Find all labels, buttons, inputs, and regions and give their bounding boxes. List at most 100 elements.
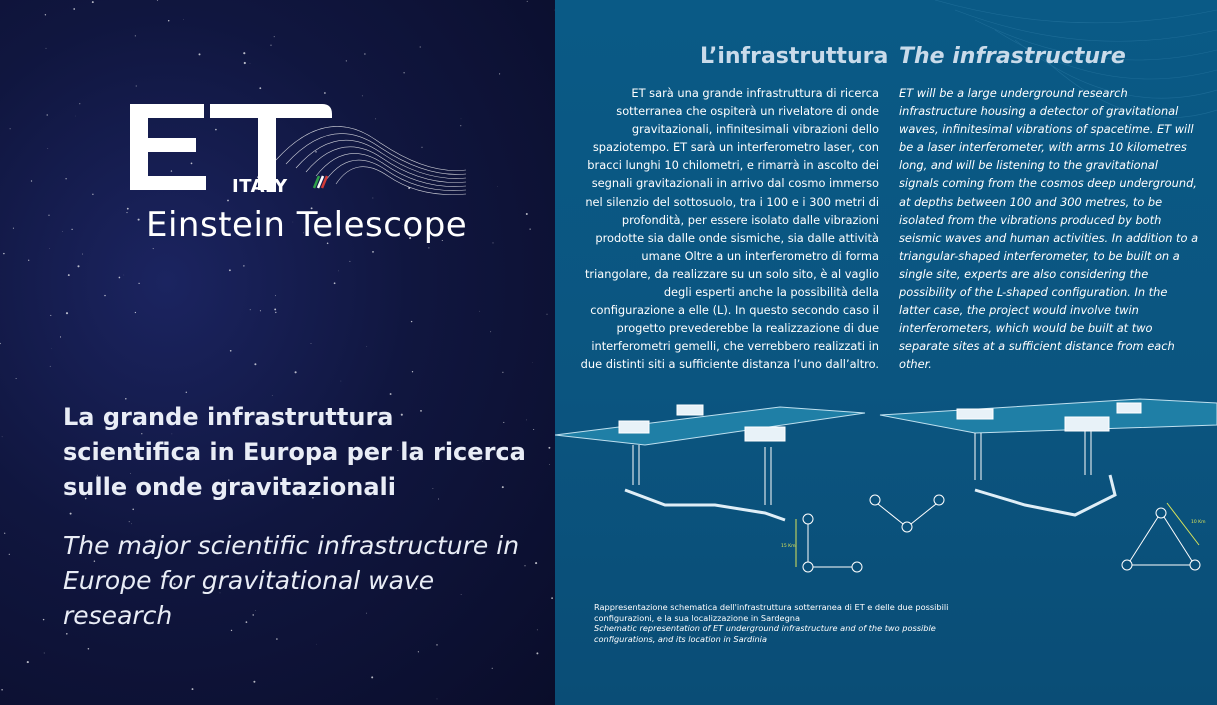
star: [441, 239, 443, 242]
star: [46, 114, 48, 116]
star: [310, 343, 312, 344]
star: [219, 592, 221, 594]
star: [171, 433, 173, 435]
star: [42, 618, 45, 621]
star: [274, 308, 277, 311]
infrastructure-schematic: 15 Km 10 Km: [555, 398, 1217, 573]
star: [190, 162, 193, 165]
star: [77, 265, 80, 268]
star: [45, 47, 47, 49]
star: [419, 46, 421, 48]
star: [62, 231, 63, 232]
star: [43, 652, 45, 654]
star: [366, 612, 367, 614]
star: [548, 446, 551, 449]
building-icon: [618, 420, 650, 434]
wave-texture: [934, 0, 1217, 118]
star: [87, 648, 90, 650]
star: [152, 248, 154, 250]
arm-label-triangle: 10 Km: [1191, 519, 1206, 525]
star: [135, 85, 137, 87]
star: [420, 410, 422, 412]
star: [503, 421, 505, 423]
star: [9, 128, 11, 130]
star: [49, 365, 51, 367]
star: [492, 242, 494, 244]
star: [546, 313, 548, 315]
star: [118, 276, 121, 279]
star: [69, 512, 72, 515]
star: [84, 497, 87, 500]
star: [409, 237, 412, 240]
star: [460, 125, 462, 127]
star: [307, 459, 309, 461]
star: [312, 496, 314, 499]
star: [30, 180, 33, 182]
star: [415, 550, 418, 553]
star: [167, 20, 170, 22]
left-panel: ITALY Einstein Telescope La grande infra…: [0, 0, 555, 705]
star: [215, 128, 217, 131]
star: [173, 583, 176, 586]
star: [436, 698, 438, 700]
star: [131, 523, 132, 525]
star: [243, 61, 246, 65]
star: [126, 212, 128, 214]
star: [1, 689, 3, 691]
star: [79, 103, 81, 105]
caption-italian: Rappresentazione schematica dell'infrast…: [594, 602, 949, 623]
star: [410, 320, 413, 323]
star: [137, 218, 140, 221]
star: [0, 342, 1, 345]
star: [82, 253, 83, 255]
star: [428, 247, 430, 249]
star: [270, 44, 272, 46]
star: [526, 419, 527, 421]
star: [345, 60, 347, 62]
star: [228, 219, 230, 222]
star: [294, 371, 297, 374]
star: [371, 676, 374, 679]
star: [536, 652, 539, 655]
star: [436, 644, 438, 646]
star: [479, 310, 480, 312]
star: [28, 259, 30, 261]
star: [340, 380, 342, 382]
star: [275, 311, 277, 314]
triangle-config: [1129, 516, 1193, 566]
star: [65, 312, 69, 315]
star: [71, 228, 73, 231]
star: [198, 53, 201, 56]
star: [128, 521, 130, 523]
star: [96, 474, 98, 476]
star: [536, 629, 538, 631]
star: [134, 311, 137, 314]
star: [126, 207, 129, 210]
star: [361, 95, 363, 97]
surface-plane-left: [555, 406, 866, 446]
star: [438, 498, 440, 500]
star: [50, 314, 52, 316]
star: [372, 197, 374, 199]
star: [15, 378, 17, 379]
star: [138, 282, 140, 285]
star: [191, 688, 194, 691]
star: [389, 393, 392, 395]
star: [149, 539, 151, 542]
star: [414, 450, 416, 453]
star: [252, 614, 254, 616]
starfield-background: [0, 0, 555, 700]
star: [397, 450, 399, 452]
et-logo-icon: [130, 104, 466, 195]
star: [65, 178, 67, 180]
star: [372, 251, 374, 253]
star: [228, 479, 230, 481]
star: [91, 1, 94, 4]
building-icon: [1116, 402, 1142, 414]
star: [141, 433, 143, 435]
star: [8, 553, 10, 555]
star: [417, 651, 419, 653]
body-text-english: ET will be a large underground research …: [899, 86, 1199, 372]
star: [73, 8, 76, 10]
star: [502, 371, 504, 373]
